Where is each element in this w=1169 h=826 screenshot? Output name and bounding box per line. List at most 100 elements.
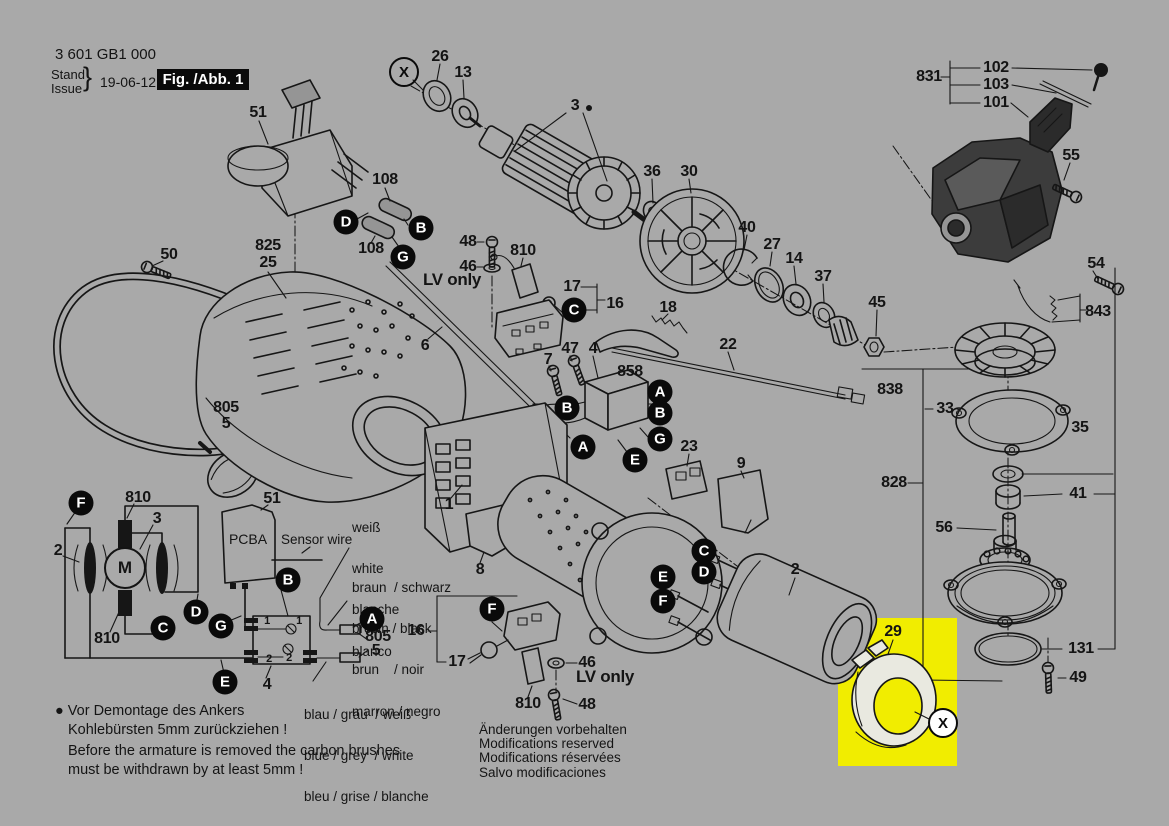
wire-letter-badge: F — [479, 596, 505, 622]
part-label: ● — [584, 99, 594, 115]
part-label: 23 — [680, 438, 698, 455]
wire-letter-badge: G — [390, 244, 416, 270]
wire-letter-badge: A — [570, 434, 596, 460]
note-german: ● Vor Demontage des Ankers Kohlebürsten … — [55, 703, 288, 738]
wire-letter-badge: A — [359, 606, 385, 632]
part-label: LV only — [422, 270, 482, 289]
armature-drawing — [412, 63, 660, 232]
type-number: 3 601 GB1 000 — [55, 46, 156, 63]
switch-assembly-drawing — [476, 235, 606, 358]
bullet-icon: ● — [55, 703, 64, 719]
part-label: 828 — [881, 474, 907, 491]
wire-letter-badge: F — [68, 490, 94, 516]
part-label: 16 — [606, 295, 624, 312]
part-label: 33 — [936, 400, 954, 417]
part-label: 108 — [372, 171, 398, 188]
part-label: 101 — [983, 94, 1009, 111]
lever-drawing — [595, 313, 866, 405]
rear-housing-drawing — [931, 60, 1127, 323]
part-label: 14 — [785, 250, 803, 267]
wire-color-blue-block: blau / grau / weiß blue / grey / white b… — [304, 706, 429, 805]
part-label: 48 — [459, 233, 477, 250]
part-label: 2 — [286, 652, 292, 664]
part-label: 838 — [877, 381, 903, 398]
wire-letter-badge: D — [183, 599, 209, 625]
part-label: 55 — [1062, 147, 1080, 164]
part-label: 9 — [736, 455, 746, 472]
wire-letter-badge: F — [650, 588, 676, 614]
part-label: 56 — [935, 519, 953, 536]
issue-date: 19-06-12 — [100, 74, 157, 90]
part-label: 47 — [561, 340, 579, 357]
part-label: 810 — [125, 489, 151, 506]
wire-letter-badge: E — [622, 447, 648, 473]
part-label: 825 — [255, 237, 281, 254]
part-label: 4 — [262, 676, 272, 693]
part-label: 49 — [1069, 669, 1087, 686]
part-label: 103 — [983, 76, 1009, 93]
part-label: 2 — [790, 561, 800, 578]
part-label: 858 — [617, 363, 643, 380]
part-label: 54 — [1087, 255, 1105, 272]
spindle-assembly-drawing — [861, 267, 1116, 694]
part-label: 810 — [94, 630, 120, 647]
part-label: 27 — [763, 236, 781, 253]
part-label: 3 — [152, 510, 162, 527]
wire-letter-badge: A — [647, 379, 673, 405]
wire-letter-badge: G — [208, 613, 234, 639]
part-label: 131 — [1068, 640, 1094, 657]
part-label: 51 — [263, 490, 281, 507]
modifications-note: Änderungen vorbehalten Modifications res… — [479, 722, 627, 780]
part-label: 102 — [983, 59, 1009, 76]
brush-assembly-drawing — [427, 595, 578, 722]
part-label: 29 — [884, 623, 902, 640]
stand-label: Stand — [51, 67, 85, 82]
part-label: 41 — [1069, 485, 1087, 502]
part-label: 48 — [578, 696, 596, 713]
part-label: 2 — [53, 542, 63, 559]
wire-letter-badge: C — [561, 297, 587, 323]
switch-block-drawing — [532, 355, 657, 453]
wire-letter-badge: B — [408, 215, 434, 241]
wire-letter-badge: E — [212, 669, 238, 695]
part-label: 108 — [358, 240, 384, 257]
part-label: 805 — [365, 628, 391, 645]
wire-color-brown-block: braun / schwarz brown / black brun / noi… — [352, 579, 452, 719]
wire-letter-badge: D — [333, 209, 359, 235]
part-label: 46 — [578, 654, 596, 671]
part-label: 4 — [588, 340, 598, 357]
part-label: 13 — [454, 64, 472, 81]
x-marker: X — [389, 57, 419, 87]
part-label: 3 — [570, 97, 580, 114]
part-label: 25 — [259, 254, 277, 271]
bearing-cover-drawing — [851, 639, 937, 749]
motor-housing-drawing — [151, 260, 467, 503]
wire-letter-badge: D — [691, 559, 717, 585]
part-label: 7 — [543, 351, 553, 368]
part-label: 8 — [475, 561, 485, 578]
part-label: 5 — [371, 642, 381, 659]
part-label: 5 — [221, 415, 231, 432]
part-label: 831 — [916, 68, 942, 85]
wire-letter-badge: C — [691, 538, 717, 564]
sensor-wire-label: Sensor wire — [281, 532, 353, 547]
part-label: 2 — [266, 653, 272, 665]
speed-module-drawing — [227, 79, 413, 248]
small-parts-drawing — [665, 453, 769, 534]
part-label: 26 — [431, 48, 449, 65]
part-label: 22 — [719, 336, 737, 353]
issue-label: Issue — [51, 81, 83, 96]
brace-glyph: } — [83, 62, 93, 92]
pcba-label: PCBA — [228, 531, 268, 547]
part-label: 810 — [515, 695, 541, 712]
x-marker: X — [928, 708, 958, 738]
part-label: 37 — [814, 268, 832, 285]
motor-symbol: M — [104, 547, 146, 589]
part-label: 1 — [264, 615, 270, 627]
part-label: 810 — [510, 242, 536, 259]
fan-drawing — [639, 178, 745, 294]
wire-letter-badge: B — [554, 395, 580, 421]
wire-letter-badge: B — [647, 400, 673, 426]
part-label: LV only — [575, 667, 635, 686]
